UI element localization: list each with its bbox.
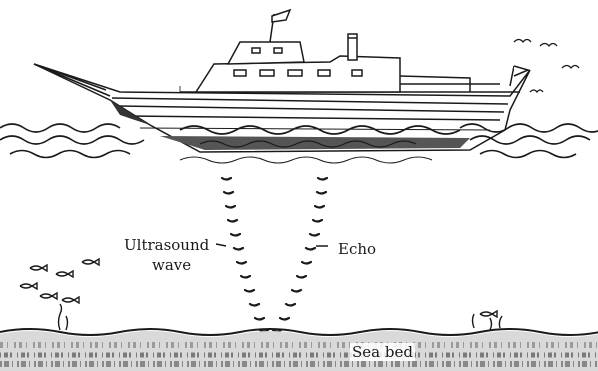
sea-bed-label: Sea bed	[350, 343, 415, 361]
label-ticks	[216, 244, 328, 246]
ship-flag	[272, 10, 290, 22]
ultrasound-label-line2: wave	[152, 256, 191, 274]
ultrasound-wave	[222, 178, 268, 332]
sea-bed	[0, 329, 598, 371]
ultrasound-label-line1: Ultrasound	[124, 236, 209, 254]
fish-school	[20, 259, 497, 317]
ship	[34, 10, 530, 152]
echo-wave	[273, 178, 327, 332]
echo-label: Echo	[338, 240, 376, 258]
